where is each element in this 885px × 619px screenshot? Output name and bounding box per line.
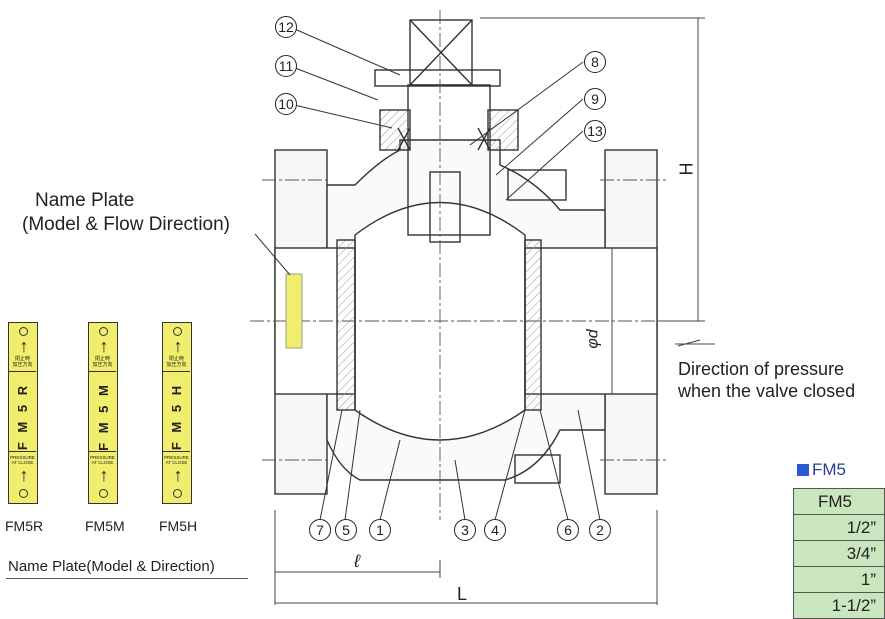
callout-number: 4 [491,522,499,538]
table-cell: 1-1/2” [793,592,885,619]
up-arrow-icon: ↑ [173,465,183,485]
callout-circle: 10 [275,93,297,115]
dim-l-label: ℓ [354,551,360,571]
plate-model-label: FM5M [85,518,125,534]
plate-hole-icon [173,489,182,498]
table-cell: 3/4” [793,540,885,567]
callout-number: 10 [278,96,294,112]
pressure-note-line1: Direction of pressure [678,359,845,379]
plate-model-label: FM5R [5,518,44,534]
plate-model-label: FM5H [159,518,198,534]
callout-number: 8 [591,54,599,70]
plate-jp-text: 閉止時加圧方向 [92,356,113,368]
callout-circle: 6 [557,519,579,541]
callout-circle: 9 [584,88,606,110]
plate-hole-icon [99,489,108,498]
up-arrow-icon: ↑ [19,465,29,485]
plates-caption-underline [6,578,248,579]
name-plate-callout-line2: (Model & Flow Direction) [22,214,230,235]
plate-model-vertical: F M 5 R [10,382,36,450]
up-arrow-icon: ↑ [19,336,29,356]
plate-divider [89,451,116,452]
callout-circle: 4 [484,519,506,541]
callout-number: 13 [587,123,603,139]
plate-divider [9,371,36,372]
name-plate-callout-line1: Name Plate [35,190,135,211]
dim-d-label: φd [584,329,602,349]
callout-number: 5 [342,522,350,538]
plate-hole-icon [19,489,28,498]
callout-circle: 13 [584,120,606,142]
callout-number: 3 [461,522,469,538]
table-section-title: FM5 [797,460,846,480]
up-arrow-icon: ↑ [173,336,183,356]
table-cell: 1/2” [793,514,885,541]
callout-number: 7 [316,522,324,538]
plates-caption: Name Plate(Model & Direction) [8,558,215,575]
callout-circle: 11 [275,55,297,77]
plate-model-vertical: F M 5 M [90,382,116,451]
center-lines [250,10,680,520]
plate-jp-text: 閉止時加圧方向 [12,356,33,368]
plate-divider [89,371,116,372]
table-cell: 1” [793,566,885,593]
callout-number: 11 [278,58,294,74]
callout-circle: 12 [275,16,297,38]
plate-model-vertical-text: F M 5 R [15,382,31,450]
plate-divider [163,451,190,452]
callout-circle: 3 [454,519,476,541]
plate-hole-icon [173,327,182,336]
dim-L-label: L [457,584,468,604]
callout-circle: 8 [584,51,606,73]
plate-divider [163,371,190,372]
up-arrow-icon: ↑ [99,465,109,485]
pressure-note-line2: when the valve closed [678,381,856,401]
table-header: FM5 [793,488,885,515]
callout-circle: 5 [335,519,357,541]
plate-model-vertical-text: F M 5 H [169,382,185,450]
callout-circle: 7 [309,519,331,541]
plate-hole-icon [99,327,108,336]
callout-circle: 1 [369,519,391,541]
plate-model-vertical: F M 5 H [164,382,190,450]
callout-number: 9 [591,91,599,107]
plate-hole-icon [19,327,28,336]
callout-number: 1 [376,522,384,538]
callout-number: 12 [278,19,294,35]
plate-model-vertical-text: F M 5 M [95,381,111,451]
dimension-lines [274,17,715,605]
body-name-plate [285,273,303,349]
plate-jp-text: 閉止時加圧方向 [166,356,187,368]
section-square-icon [797,464,809,476]
plate-divider [9,451,36,452]
callout-number: 6 [564,522,572,538]
callout-circle: 2 [589,519,611,541]
callout-number: 2 [596,522,604,538]
size-table: FM5 1/2” 3/4” 1” 1-1/2” [793,488,885,619]
dim-H-label: H [676,162,697,176]
up-arrow-icon: ↑ [99,336,109,356]
callout-leaders [254,26,601,521]
table-section-title-text: FM5 [812,460,846,479]
